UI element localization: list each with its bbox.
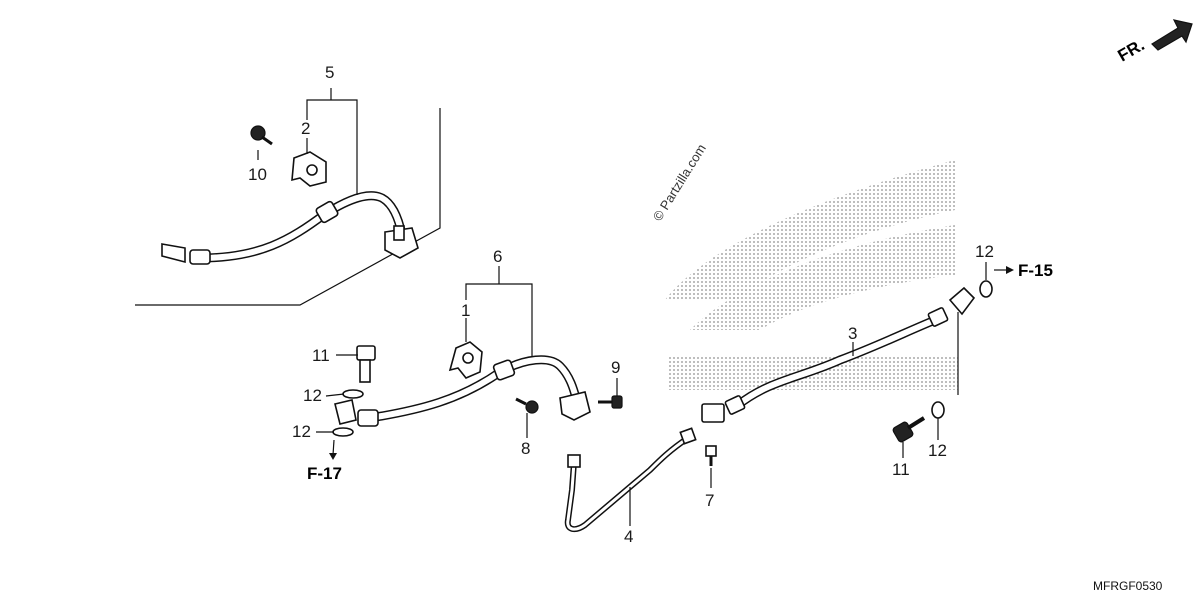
label-12-right-upper: 12: [975, 242, 994, 261]
hose-clamp-1: [448, 341, 483, 379]
brake-pipe-4: [564, 427, 697, 533]
leader-lines: [257, 88, 1014, 526]
label-12-left-lower: 12: [292, 422, 311, 441]
label-11-right: 11: [892, 460, 910, 479]
label-5: 5: [325, 63, 334, 82]
partzilla-watermark: © Partzilla.com: [650, 141, 709, 223]
hose-assembly-6: [334, 355, 591, 427]
label-3: 3: [848, 324, 857, 343]
label-10: 10: [248, 165, 267, 184]
hose-clamp-2: [291, 151, 327, 187]
part-labels: 5 2 10 6 1 11 12 12 8 9 4 7 3 12 11 12: [248, 63, 994, 546]
washer-12-upper: [979, 280, 993, 298]
label-11-left: 11: [312, 346, 330, 365]
hose-assembly-5: [161, 191, 419, 265]
inset-border: [135, 108, 441, 306]
banjo-bolt-11-left: [332, 345, 376, 437]
label-2: 2: [301, 119, 310, 138]
bolt-8: [515, 397, 539, 414]
banjo-bolt-11-right: [892, 401, 945, 443]
label-12-right-lower: 12: [928, 441, 947, 460]
reference-f17: F-17: [307, 464, 342, 483]
label-8: 8: [521, 439, 530, 458]
brake-hose-3: [701, 286, 976, 423]
label-12-left-upper: 12: [303, 386, 322, 405]
front-label: FR.: [1115, 35, 1148, 65]
label-6: 6: [493, 247, 502, 266]
label-7: 7: [705, 491, 714, 510]
bolt-9: [598, 395, 623, 409]
bolt-10: [250, 125, 273, 146]
honda-wing-watermark: [665, 160, 958, 390]
bolt-7: [705, 445, 717, 466]
label-4: 4: [624, 527, 633, 546]
reference-f15: F-15: [1018, 261, 1053, 280]
label-9: 9: [611, 358, 620, 377]
label-1: 1: [461, 301, 470, 320]
diagram-code: MFRGF0530: [1093, 579, 1163, 593]
front-direction-arrow: FR.: [1115, 19, 1193, 65]
